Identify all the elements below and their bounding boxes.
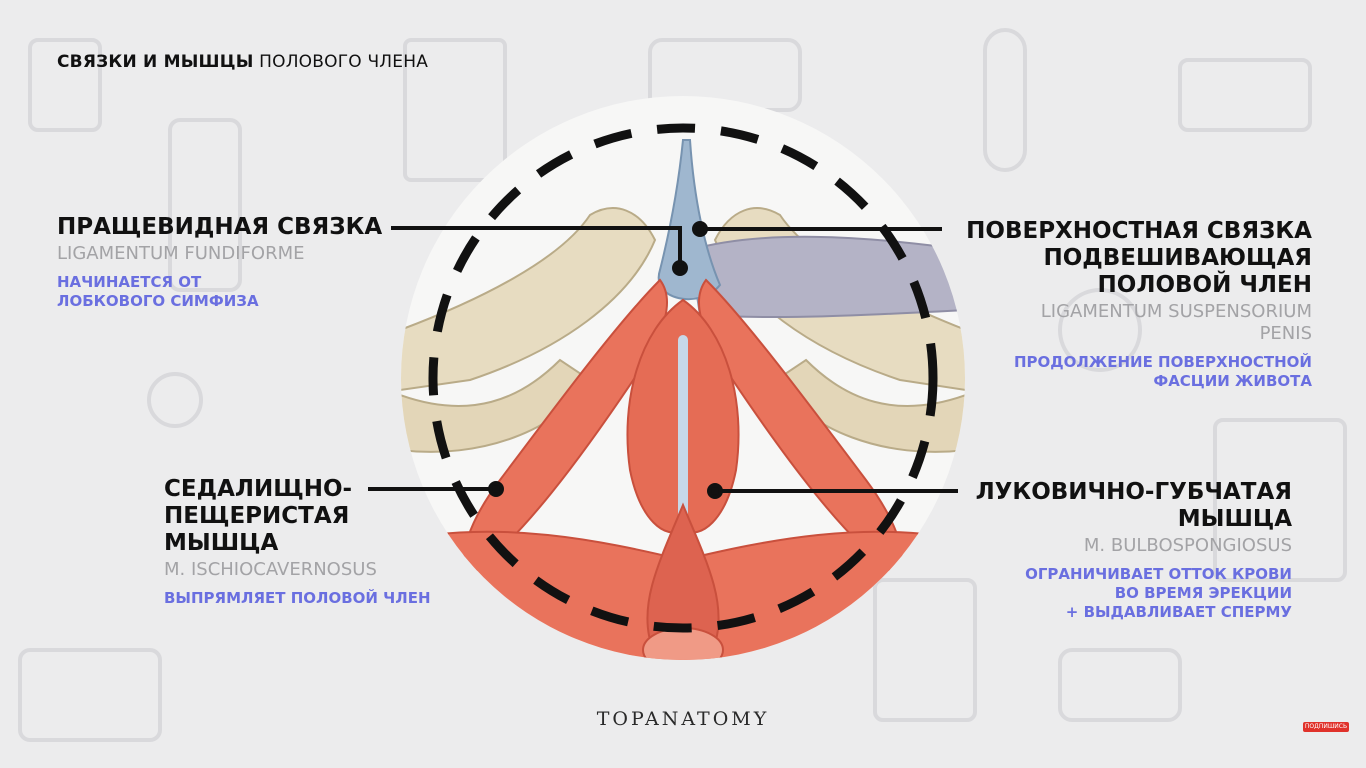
circle-icon — [1058, 288, 1142, 372]
bulbo-desc-line-3: + ВЫДАВЛИВАЕТ СПЕРМУ — [1065, 603, 1292, 621]
pill-pack-icon-2 — [1058, 648, 1182, 722]
fundiform-latin: LIGAMENTUM FUNDIFORME — [57, 243, 305, 264]
bandage-icon — [983, 28, 1027, 172]
pointer-fundiform — [672, 260, 688, 276]
fundiform-description: НАЧИНАЕТСЯ ОТ ЛОБКОВОГО СИМФИЗА — [57, 273, 382, 311]
label-fundiform-ligament: ПРАЩЕВИДНАЯ СВЯЗКА LIGAMENTUM FUNDIFORME… — [57, 214, 382, 311]
suspensory-latin: LIGAMENTUM SUSPENSORIUM PENIS — [966, 301, 1312, 345]
bulbo-name: ЛУКОВИЧНО-ГУБЧАТАЯ МЫШЦА — [976, 479, 1292, 533]
eye-icon — [147, 372, 203, 428]
label-bulbospongiosus: ЛУКОВИЧНО-ГУБЧАТАЯ МЫШЦА M. BULBOSPONGIO… — [976, 479, 1292, 622]
bulbo-latin: M. BULBOSPONGIOSUS — [1083, 535, 1292, 556]
pointer-suspensory — [692, 221, 708, 237]
brand-logo: TOPANATOMY — [596, 708, 770, 730]
suspensory-latin-line-2: PENIS — [1259, 323, 1312, 344]
clipboard-icon-2 — [873, 578, 977, 722]
pointer-ischio — [488, 481, 504, 497]
suspensory-name-line-2: ПОДВЕШИВАЮЩАЯ — [1043, 245, 1312, 271]
ischio-name: СЕДАЛИЩНО- ПЕЩЕРИСТАЯ МЫШЦА — [164, 476, 431, 557]
pointer-bulbo — [707, 483, 723, 499]
bulbo-desc-line-1: ОГРАНИЧИВАЕТ ОТТОК КРОВИ — [1025, 565, 1292, 583]
page-title-light: ПОЛОВОГО ЧЛЕНА — [259, 52, 429, 72]
bed-icon — [1178, 58, 1312, 132]
bulbo-name-line-2: МЫШЦА — [1177, 506, 1292, 532]
anus — [642, 627, 724, 660]
document-icon — [1213, 418, 1347, 582]
subscribe-button[interactable]: ПОДПИШИСЬ — [1303, 722, 1349, 732]
bulbo-description: ОГРАНИЧИВАЕТ ОТТОК КРОВИ ВО ВРЕМЯ ЭРЕКЦИ… — [976, 565, 1292, 622]
suspensory-name: ПОВЕРХНОСТНАЯ СВЯЗКА ПОДВЕШИВАЮЩАЯ ПОЛОВ… — [966, 218, 1312, 299]
dashed-highlight-circle — [428, 123, 938, 633]
fundiform-desc-line-2: ЛОБКОВОГО СИМФИЗА — [57, 292, 259, 310]
suspensory-desc-line-1: ПРОДОЛЖЕНИЕ ПОВЕРХНОСТНОЙ — [1013, 353, 1312, 371]
clipboard-icon — [403, 38, 507, 182]
leader-fundiform — [391, 226, 682, 268]
ambulance-icon — [18, 648, 162, 742]
fundiform-ligament — [657, 139, 722, 301]
bulbo-desc-line-2: ВО ВРЕМЯ ЭРЕКЦИИ — [1114, 584, 1292, 602]
ischio-name-line-1: СЕДАЛИЩНО- — [164, 476, 353, 502]
suspensory-name-line-1: ПОВЕРХНОСТНАЯ СВЯЗКА — [966, 218, 1312, 244]
page-title: СВЯЗКИ И МЫШЦЫ ПОЛОВОГО ЧЛЕНА — [57, 52, 428, 72]
suspensory-name-line-3: ПОЛОВОЙ ЧЛЕН — [1097, 272, 1312, 298]
suspensory-desc-line-2: ФАСЦИИ ЖИВОТА — [1153, 372, 1312, 390]
suspensory-latin-line-1: LIGAMENTUM SUSPENSORIUM — [1040, 301, 1312, 322]
ischio-name-line-3: МЫШЦА — [164, 530, 279, 556]
page-title-bold: СВЯЗКИ И МЫШЦЫ — [57, 52, 254, 72]
fundiform-name: ПРАЩЕВИДНАЯ СВЯЗКА — [57, 214, 383, 240]
suspensory-description: ПРОДОЛЖЕНИЕ ПОВЕРХНОСТНОЙ ФАСЦИИ ЖИВОТА — [966, 353, 1312, 391]
pubic-bone-left — [401, 207, 657, 392]
ischio-latin: M. ISCHIOCAVERNOSUS — [164, 559, 377, 580]
pill-strip-icon — [168, 118, 242, 292]
ischio-description: ВЫПРЯМЛЯЕТ ПОЛОВОЙ ЧЛЕН — [164, 589, 431, 607]
cross-box-icon — [28, 38, 102, 132]
bulbo-name-line-1: ЛУКОВИЧНО-ГУБЧАТАЯ — [975, 479, 1292, 505]
fundiform-desc-line-1: НАЧИНАЕТСЯ ОТ — [57, 273, 202, 291]
label-ischiocavernosus: СЕДАЛИЩНО- ПЕЩЕРИСТАЯ МЫШЦА M. ISCHIOCAV… — [164, 476, 431, 608]
ischio-name-line-2: ПЕЩЕРИСТАЯ — [164, 503, 350, 529]
label-suspensory-ligament: ПОВЕРХНОСТНАЯ СВЯЗКА ПОДВЕШИВАЮЩАЯ ПОЛОВ… — [966, 218, 1312, 391]
